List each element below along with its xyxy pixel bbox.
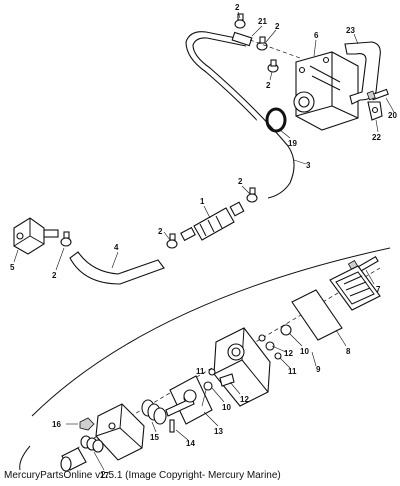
screw-7 — [347, 256, 379, 273]
callout-14: 14 — [186, 439, 195, 448]
callout-12: 12 — [284, 349, 293, 358]
callout-17: 17 — [100, 471, 109, 480]
callout-19: 19 — [288, 139, 297, 148]
plunger — [165, 389, 197, 417]
fitting-21 — [231, 31, 253, 47]
callout-1: 1 — [200, 197, 205, 206]
callout-2: 2 — [275, 22, 280, 31]
spring-17 — [80, 435, 104, 453]
valve-11b — [208, 368, 216, 376]
valve-12a-2 — [258, 334, 266, 342]
clamp-top-a — [234, 13, 246, 29]
callout-3: 3 — [306, 161, 311, 170]
fuel-hose-upper — [185, 31, 295, 199]
o-ring-19 — [265, 107, 287, 133]
pump-body-13 — [213, 327, 271, 407]
callout-5: 5 — [10, 263, 15, 272]
clamp-top-b — [256, 36, 268, 51]
leader-lines — [13, 11, 395, 471]
valve-10b — [203, 381, 213, 391]
callout-numbers: 2 21 2 6 23 2 20 19 22 3 2 1 2 4 5 2 7 8… — [10, 3, 397, 480]
valve-10a — [280, 324, 292, 336]
pin-14 — [169, 419, 175, 433]
valve-11a — [274, 352, 282, 360]
fuel-hose-4 — [69, 251, 165, 285]
callout-2: 2 — [158, 227, 163, 236]
callout-2: 2 — [266, 81, 271, 90]
callout-13: 13 — [214, 427, 223, 436]
callout-6: 6 — [314, 31, 319, 40]
valve-12a — [265, 341, 275, 351]
callout-8: 8 — [346, 347, 351, 356]
bracket-23 — [344, 41, 381, 105]
callout-9: 9 — [316, 365, 321, 374]
fuel-pump-6 — [293, 51, 359, 131]
cover-8 — [329, 265, 381, 311]
callout-10: 10 — [222, 403, 231, 412]
callout-20: 20 — [388, 111, 397, 120]
fuel-filter-1 — [180, 201, 245, 242]
callout-23: 23 — [346, 26, 355, 35]
callout-15: 15 — [150, 433, 159, 442]
callout-4: 4 — [114, 243, 119, 252]
spring-15 — [141, 399, 167, 425]
pump-base — [95, 403, 145, 461]
diaphragm-9 — [291, 289, 343, 341]
callout-2: 2 — [235, 3, 240, 12]
clip-22 — [367, 101, 383, 121]
callout-22: 22 — [372, 133, 381, 142]
callout-7: 7 — [376, 285, 381, 294]
copyright-footer: MercuryPartsOnline v2.5.1 (Image Copyrig… — [4, 470, 281, 481]
clamp-top-c — [267, 59, 279, 73]
callout-21: 21 — [258, 17, 267, 26]
screw-20 — [366, 88, 389, 101]
clamp-2d — [246, 187, 258, 203]
clamp-2e — [166, 233, 178, 249]
plug — [60, 447, 87, 472]
callout-11: 11 — [196, 367, 205, 376]
callout-2: 2 — [52, 271, 57, 280]
fitting-5 — [13, 217, 59, 255]
nut-16 — [79, 417, 95, 431]
callout-2: 2 — [238, 177, 243, 186]
clamp-2f — [60, 231, 72, 247]
callout-11: 11 — [288, 367, 297, 376]
callout-16: 16 — [52, 420, 61, 429]
callout-12: 12 — [240, 395, 249, 404]
callout-10: 10 — [300, 347, 309, 356]
